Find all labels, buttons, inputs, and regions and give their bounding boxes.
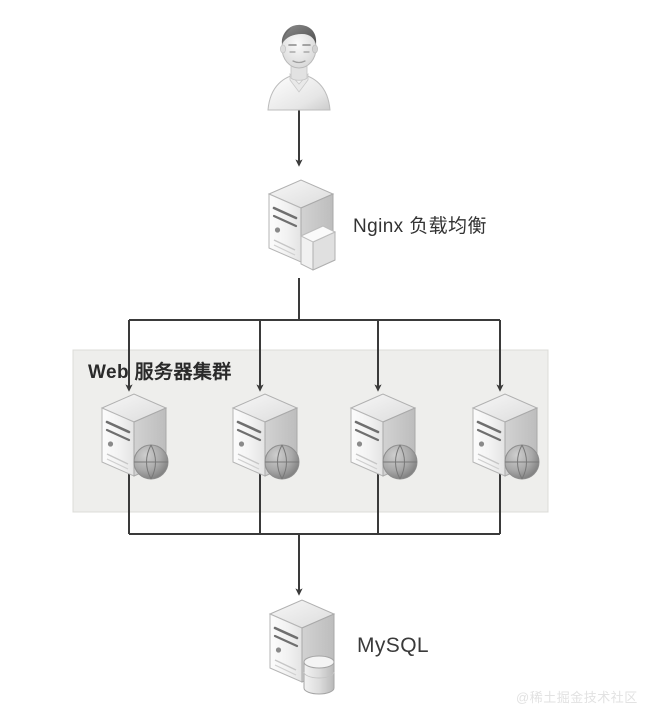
watermark: @稀土掘金技术社区: [516, 690, 638, 705]
web-server-3-icon: [349, 392, 418, 480]
web-server-4-icon: [471, 392, 540, 480]
web-cluster-label: Web 服务器集群: [88, 362, 232, 383]
nginx-label: Nginx 负载均衡: [353, 216, 487, 237]
nginx-server-icon: [267, 178, 337, 271]
user-bust-icon: [267, 24, 331, 111]
mysql-server-icon: [268, 598, 336, 695]
web-server-1-icon: [100, 392, 169, 480]
web-server-2-icon: [231, 392, 300, 480]
mysql-label: MySQL: [357, 634, 430, 657]
